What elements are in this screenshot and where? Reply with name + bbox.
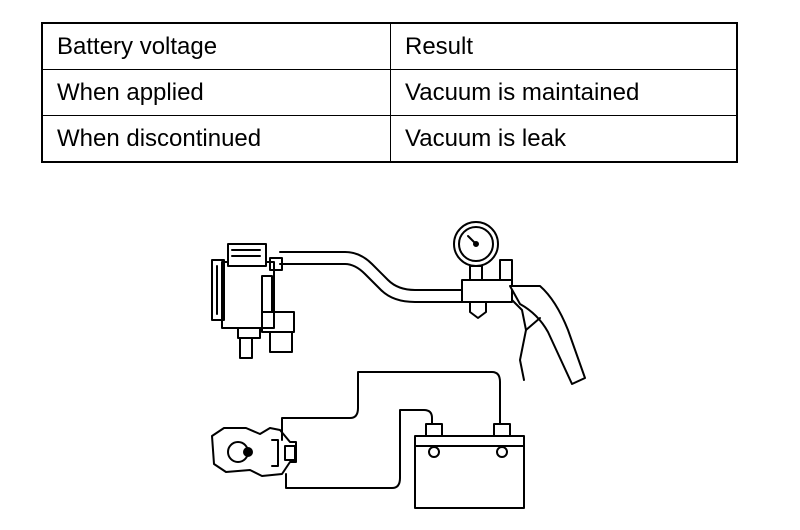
battery — [414, 423, 525, 509]
distributor-connector — [211, 427, 297, 477]
solenoid-valve — [211, 243, 295, 359]
vacuum-pump — [453, 221, 586, 385]
table-row: When discontinued Vacuum is leak — [41, 115, 738, 163]
table-row: When applied Vacuum is maintained — [41, 69, 738, 116]
vacuum-hose — [279, 251, 479, 291]
header-result: Result — [390, 22, 738, 70]
test-result-table: Battery voltage Result When applied Vacu… — [41, 22, 738, 163]
jumper-wire-positive — [281, 371, 501, 441]
jumper-wire-negative — [285, 409, 433, 489]
cell-condition: When applied — [41, 69, 391, 116]
table-header-row: Battery voltage Result — [41, 22, 738, 70]
cell-condition: When discontinued — [41, 115, 391, 163]
cell-result: Vacuum is maintained — [390, 69, 738, 116]
cell-result: Vacuum is leak — [390, 115, 738, 163]
